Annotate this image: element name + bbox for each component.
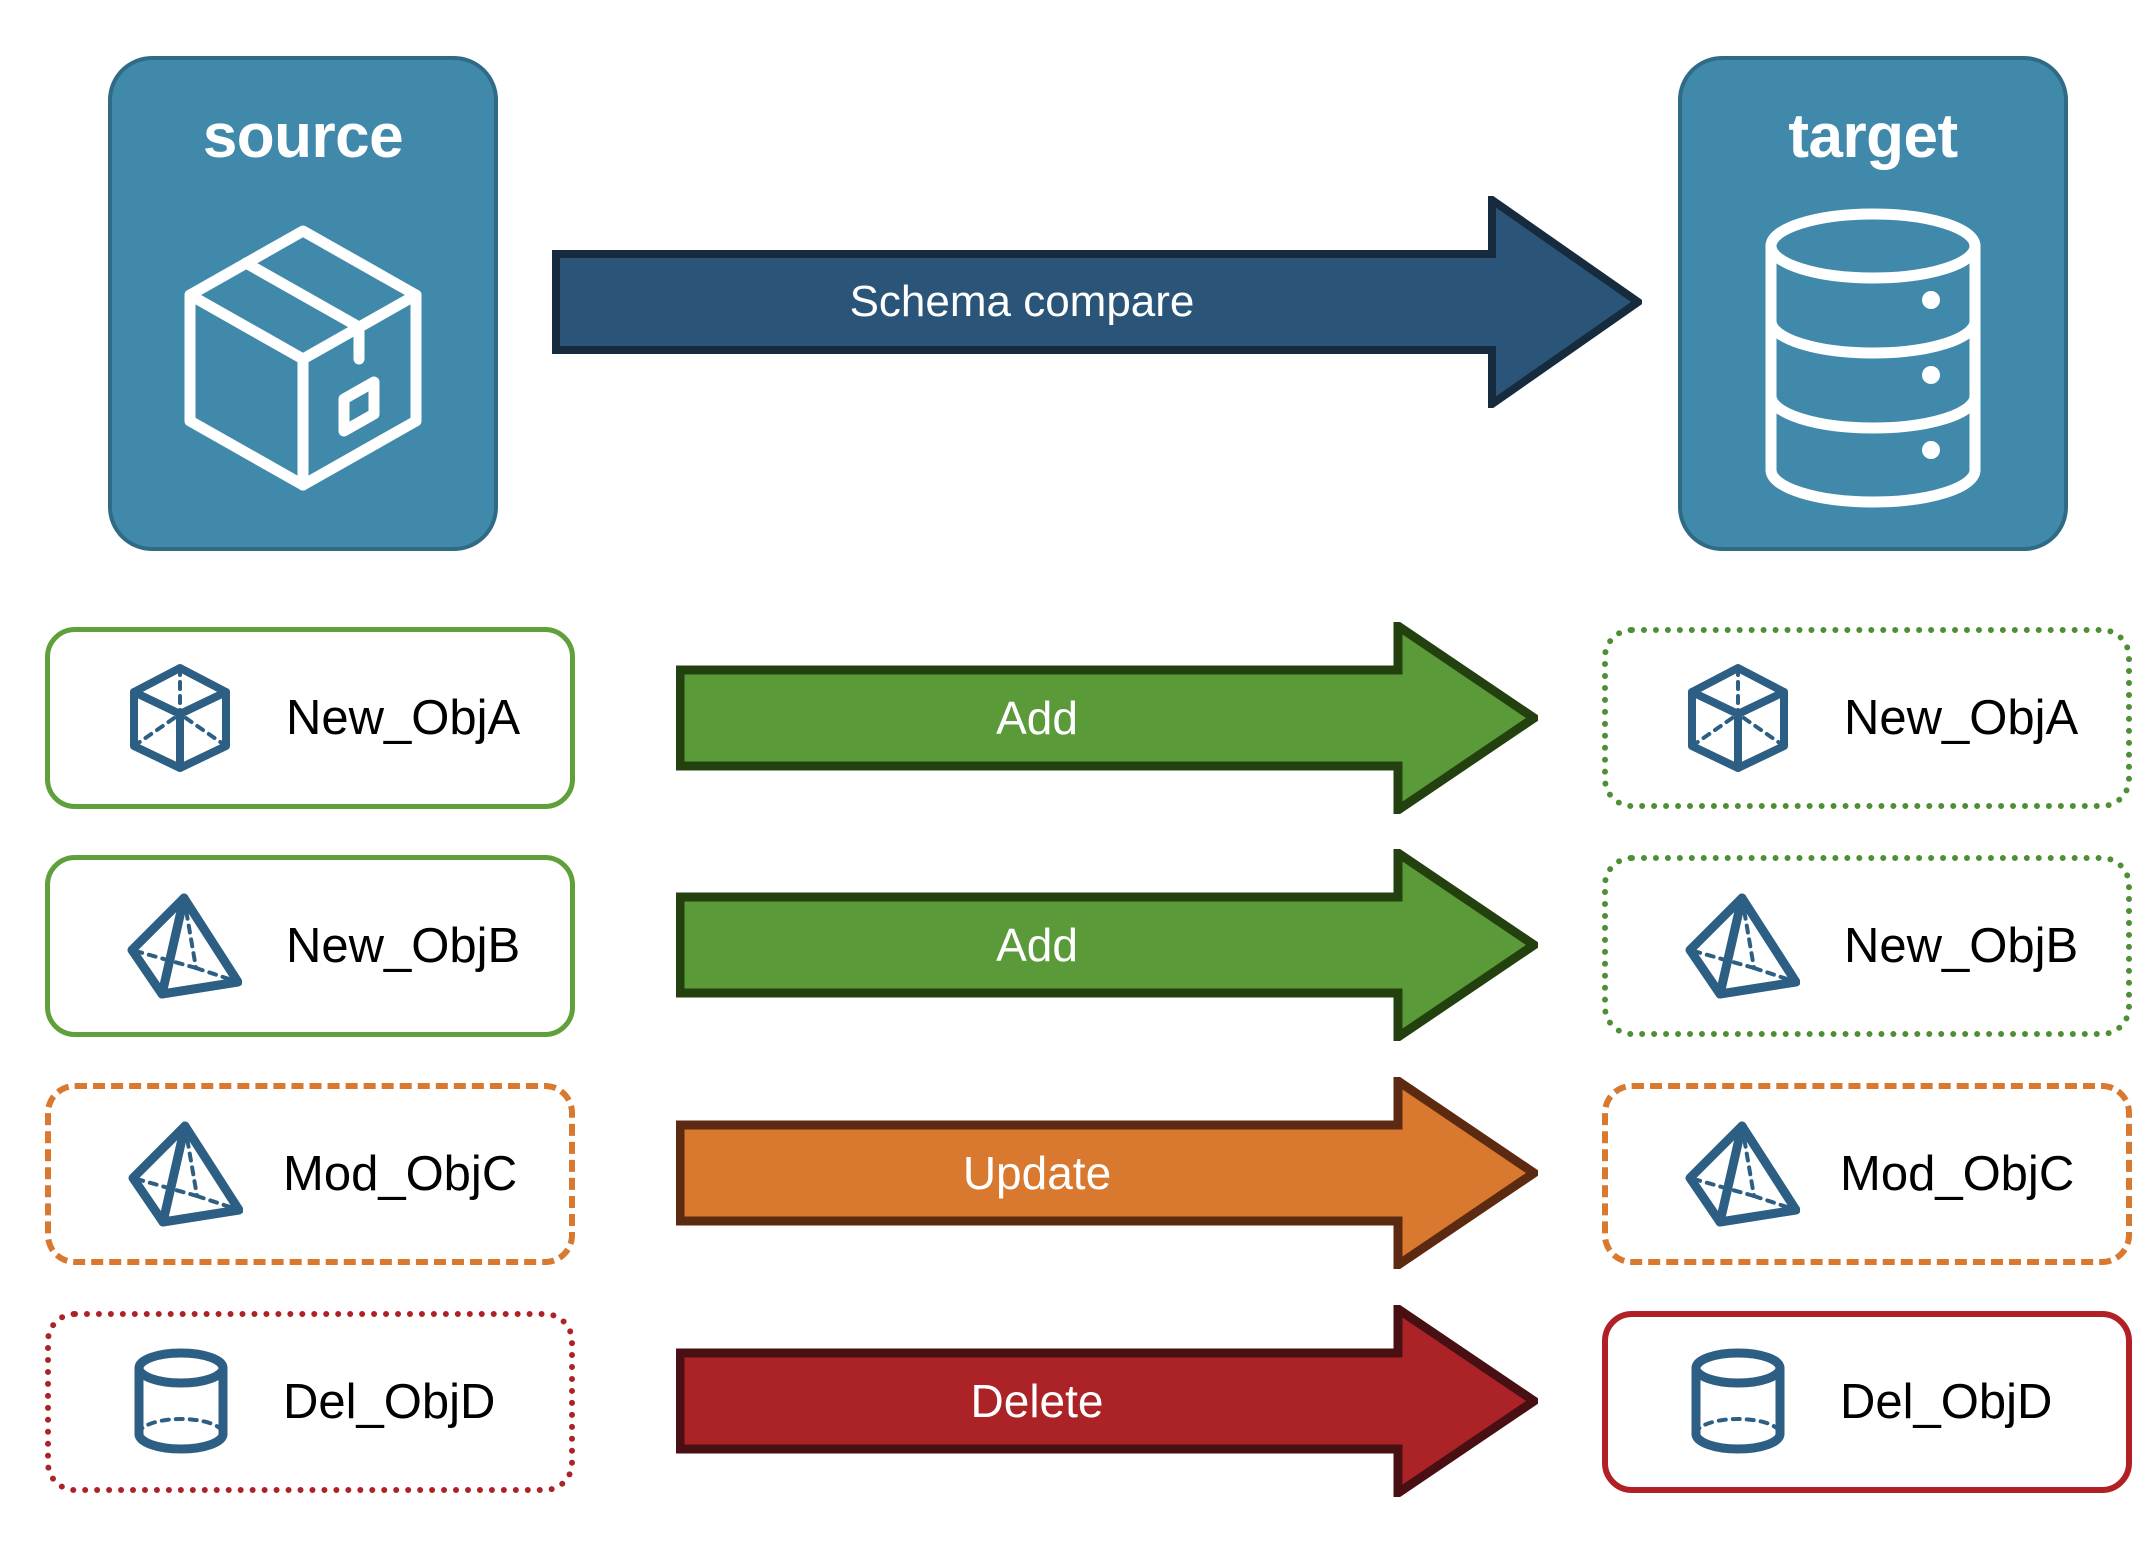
wireframe-pyramid-icon — [127, 1118, 243, 1230]
source-object-card-del-objd[interactable]: Del_ObjD — [45, 1311, 575, 1493]
action-arrow-label: Add — [996, 919, 1078, 971]
schema-compare-label: Schema compare — [849, 277, 1195, 326]
database-cylinder-icon — [1682, 168, 2064, 547]
target-object-label: Del_ObjD — [1840, 1374, 2053, 1429]
source-endpoint-title: source — [202, 102, 404, 171]
wireframe-pyramid-icon — [126, 890, 242, 1002]
action-arrow-label: Delete — [970, 1375, 1104, 1427]
action-arrow-add-1: Add — [676, 622, 1538, 814]
package-box-icon — [112, 168, 494, 547]
source-object-card-new-obja[interactable]: New_ObjA — [45, 627, 575, 809]
source-endpoint-card: source — [108, 56, 498, 551]
target-object-label: Mod_ObjC — [1840, 1146, 2075, 1201]
target-object-card-mod-objc[interactable]: Mod_ObjC — [1602, 1083, 2132, 1265]
action-arrow-update: Update — [676, 1077, 1538, 1269]
target-object-label: New_ObjB — [1844, 918, 2079, 973]
source-object-card-mod-objc[interactable]: Mod_ObjC — [45, 1083, 575, 1265]
wireframe-pyramid-icon — [1684, 890, 1800, 1002]
wireframe-cube-icon — [126, 662, 234, 774]
source-object-label: Mod_ObjC — [283, 1146, 518, 1201]
source-object-label: New_ObjB — [286, 918, 521, 973]
wireframe-cylinder-icon — [131, 1346, 231, 1458]
wireframe-pyramid-icon — [1684, 1118, 1800, 1230]
schema-compare-arrow: Schema compare — [552, 196, 1642, 408]
action-arrow-delete: Delete — [676, 1305, 1538, 1497]
target-object-label: New_ObjA — [1844, 690, 2079, 745]
target-object-card-del-objd[interactable]: Del_ObjD — [1602, 1311, 2132, 1493]
source-object-label: New_ObjA — [286, 690, 521, 745]
wireframe-cube-icon — [1684, 662, 1792, 774]
action-arrow-label: Update — [962, 1147, 1112, 1199]
target-object-card-new-objb[interactable]: New_ObjB — [1602, 855, 2132, 1037]
wireframe-cylinder-icon — [1688, 1346, 1788, 1458]
target-object-card-new-obja[interactable]: New_ObjA — [1602, 627, 2132, 809]
source-object-label: Del_ObjD — [283, 1374, 496, 1429]
target-endpoint-card: target — [1678, 56, 2068, 551]
target-endpoint-title: target — [1788, 102, 1958, 171]
source-object-card-new-objb[interactable]: New_ObjB — [45, 855, 575, 1037]
action-arrow-add-2: Add — [676, 849, 1538, 1041]
action-arrow-label: Add — [996, 692, 1078, 744]
